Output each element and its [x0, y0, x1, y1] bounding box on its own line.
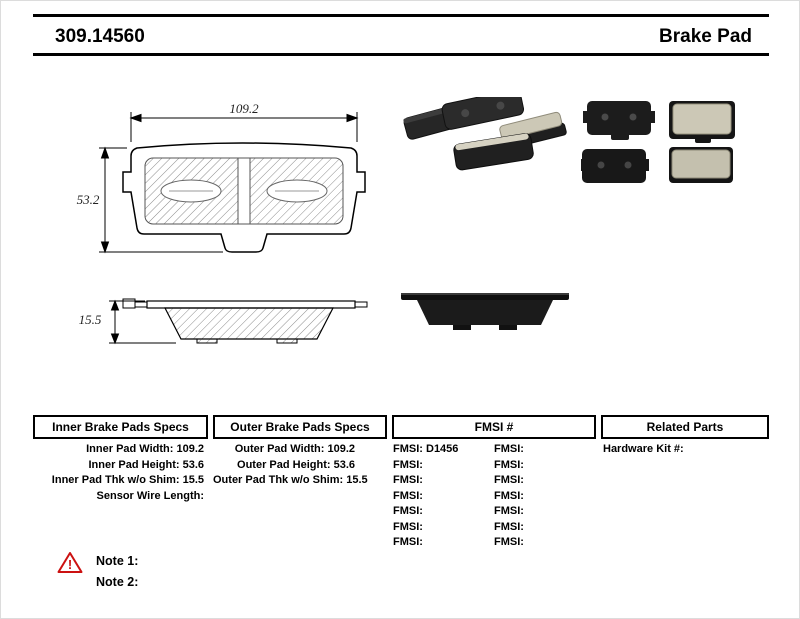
photo-pads-front-back	[581, 101, 735, 183]
technical-drawing	[99, 112, 368, 345]
photo-pad-edge	[401, 293, 569, 330]
header-bottom-rule	[33, 53, 769, 56]
fmsi-row: FMSI:	[494, 443, 524, 455]
fmsi-row: FMSI:	[393, 520, 423, 533]
fmsi-row: FMSI:	[393, 536, 423, 548]
spec-row: Outer Pad Width: 109.2	[234, 443, 355, 455]
fmsi-row: FMSI:	[393, 474, 423, 486]
spec-row: Inner Pad Height: 53.6	[88, 458, 204, 471]
pad-photo-2	[441, 97, 525, 130]
spec-row: Sensor Wire Length:	[96, 489, 204, 502]
warning-icon: !	[57, 552, 83, 573]
spec-row: Inner Pad Width: 109.2	[86, 443, 204, 455]
center-slot	[237, 157, 251, 225]
width-dimension-lines	[129, 112, 359, 142]
pad-face-photo-bottom	[669, 147, 733, 183]
fmsi-row: FMSI:	[393, 505, 423, 517]
outer-specs-header: Outer Brake Pads Specs	[213, 415, 387, 439]
fmsi-row: FMSI:	[393, 458, 423, 471]
related-row: Hardware Kit #:	[603, 443, 684, 455]
backplate-photo-bottom	[581, 149, 649, 183]
logo-stamp-right	[266, 179, 328, 203]
spec-row: Inner Pad Thk w/o Shim: 15.5	[51, 474, 204, 486]
fmsi-row: FMSI:	[494, 489, 524, 502]
dim-height-label: 53.2	[76, 192, 100, 207]
fmsi-row: FMSI:	[494, 458, 524, 471]
inner-specs-header: Inner Brake Pads Specs	[33, 415, 208, 439]
fmsi-row: FMSI:	[494, 536, 524, 548]
logo-stamp-left	[160, 179, 222, 203]
photo-pads-angled	[403, 97, 567, 171]
pad-photo-4	[453, 133, 534, 171]
fmsi-right-rows: FMSI: FMSI: FMSI: FMSI: FMSI: FMSI: FMSI…	[494, 442, 590, 551]
note2-label: Note 2:	[96, 575, 139, 589]
related-parts-header: Related Parts	[601, 415, 769, 439]
note1-label: Note 1:	[96, 554, 139, 568]
backplate-photo-top	[583, 101, 655, 140]
fmsi-row: FMSI:	[494, 474, 524, 486]
height-dimension-lines	[99, 146, 223, 254]
fmsi-header: FMSI #	[392, 415, 596, 439]
related-parts-rows: Hardware Kit #:	[603, 442, 763, 458]
side-view	[122, 298, 368, 344]
dim-width-label: 109.2	[229, 101, 259, 116]
svg-text:!: !	[68, 557, 72, 572]
part-number: 309.14560	[55, 26, 145, 47]
product-title: Brake Pad	[659, 26, 752, 47]
header-top-rule	[33, 14, 769, 17]
fmsi-row: FMSI:	[494, 520, 524, 533]
fmsi-row: FMSI: D1456	[393, 443, 459, 455]
fmsi-left-rows: FMSI: D1456 FMSI: FMSI: FMSI: FMSI: FMSI…	[393, 442, 489, 551]
fmsi-row: FMSI:	[393, 489, 423, 502]
dim-thickness-label: 15.5	[78, 312, 102, 327]
spec-row: Outer Pad Thk w/o Shim: 15.5	[213, 474, 368, 486]
spec-row: Outer Pad Height: 53.6	[237, 458, 355, 471]
outer-specs-rows: Outer Pad Width: 109.2 Outer Pad Height:…	[213, 442, 368, 489]
thickness-dimension-lines	[109, 299, 176, 345]
fmsi-row: FMSI:	[494, 505, 524, 517]
pad-face-photo-top	[669, 101, 735, 143]
inner-specs-rows: Inner Pad Width: 109.2 Inner Pad Height:…	[33, 442, 204, 504]
